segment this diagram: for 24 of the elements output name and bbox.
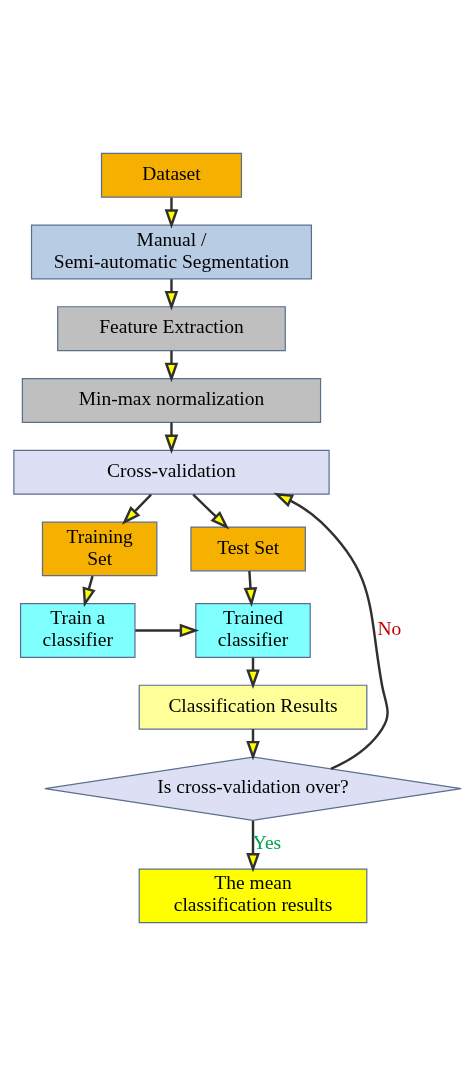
node-box: Training Set	[41, 521, 157, 576]
node-box: Dataset	[100, 152, 242, 198]
node-diamond: Is cross-validation over?	[43, 755, 462, 821]
node-box: Manual / Semi-automatic Segmentation	[30, 224, 312, 279]
node-box: Test Set	[189, 525, 306, 571]
arrow	[243, 570, 257, 607]
arrow	[164, 350, 178, 382]
arrow	[164, 197, 178, 229]
node-box: Min-max normalization	[21, 377, 321, 423]
arrow	[164, 278, 178, 310]
arrow	[82, 575, 96, 607]
node-box: The mean classification results	[138, 867, 367, 923]
node-box: Classification Results	[138, 684, 367, 730]
arrow	[121, 493, 152, 525]
node-box: Feature Extraction	[56, 305, 286, 351]
node-box: Cross-validation	[12, 449, 330, 495]
arrow	[134, 623, 199, 637]
arrow	[164, 422, 178, 454]
arrow	[273, 492, 389, 770]
node-box: Trained classifier	[194, 602, 311, 658]
edge-label: No	[376, 617, 401, 639]
node-box: Train a classifier	[19, 602, 136, 658]
arrow	[191, 493, 229, 529]
arrow	[245, 820, 260, 873]
